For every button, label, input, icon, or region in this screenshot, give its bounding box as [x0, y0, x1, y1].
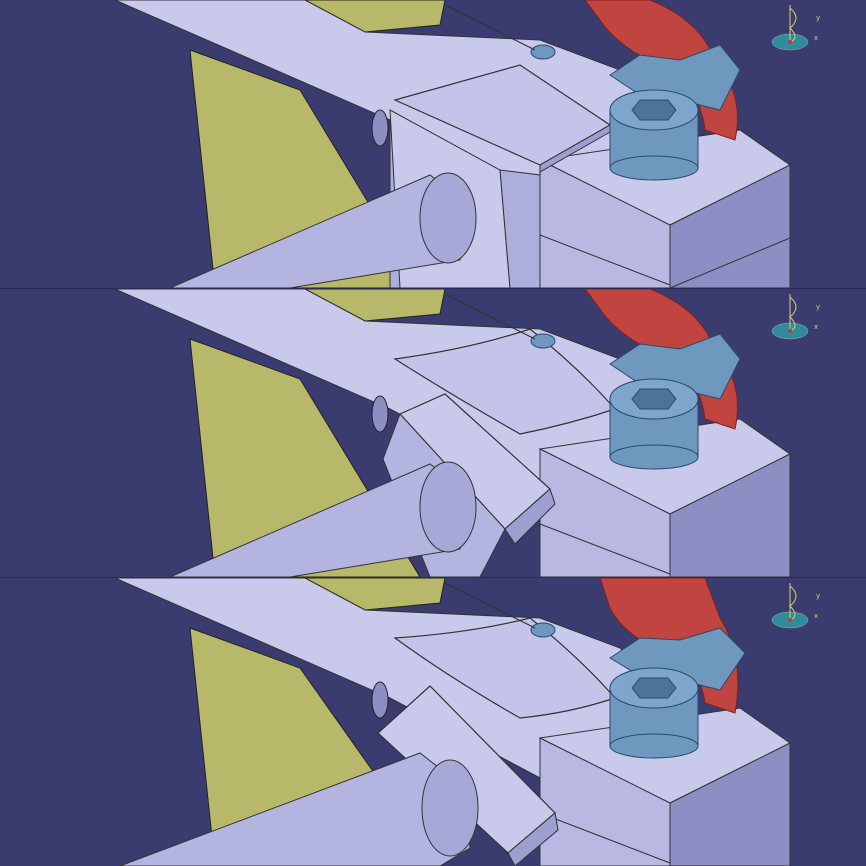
hole — [371, 681, 389, 719]
bolt-bottom — [609, 733, 699, 759]
bolt-bottom — [609, 444, 699, 470]
scene-3 — [0, 578, 866, 866]
shaft-end — [421, 759, 479, 857]
frame-divider — [0, 288, 866, 289]
thin-rod — [444, 582, 536, 629]
seam-line — [669, 237, 791, 288]
right-box-front — [539, 448, 671, 577]
render-frame-1[interactable] — [0, 0, 866, 288]
flange-edge — [507, 812, 559, 866]
thin-rod — [444, 4, 536, 51]
shaft-end — [419, 172, 477, 264]
render-frame-2[interactable] — [0, 289, 866, 577]
seam-line — [539, 234, 671, 286]
pin — [530, 622, 556, 638]
seam-line — [539, 523, 671, 575]
thin-rod — [444, 293, 536, 340]
pin — [530, 44, 556, 60]
hex-socket — [631, 388, 677, 410]
hole — [371, 395, 389, 433]
shaft-end — [419, 461, 477, 553]
pin — [530, 333, 556, 349]
seam-line — [539, 812, 671, 864]
hex-socket — [631, 677, 677, 699]
render-frame-3[interactable] — [0, 578, 866, 866]
frame-divider — [0, 577, 866, 578]
hole — [371, 109, 389, 147]
flange-edge — [504, 488, 556, 545]
hex-socket — [631, 99, 677, 121]
bolt-bottom — [609, 155, 699, 181]
flange-body-side — [499, 169, 541, 288]
scene-1 — [0, 0, 866, 288]
scene-2 — [0, 289, 866, 577]
